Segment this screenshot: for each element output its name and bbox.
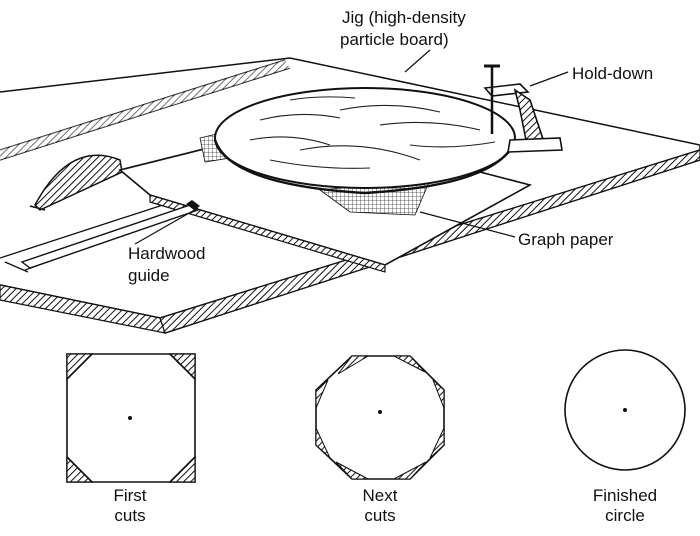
hold-down-clamp [484, 66, 562, 152]
caption-next-cuts-line1: Next [362, 486, 398, 505]
label-hardwood-line1: Hardwood [128, 244, 206, 263]
label-jig-line2: particle board) [340, 30, 449, 49]
caption-first-cuts-line1: First [113, 486, 147, 505]
caption-next-cuts-line2: cuts [364, 506, 396, 525]
caption-finished-circle-line1: Finished [592, 486, 658, 505]
step-first-cuts-figure [67, 354, 195, 482]
workpiece-disc [215, 88, 515, 193]
caption-first-cuts: First cuts [80, 486, 180, 526]
caption-first-cuts-line2: cuts [114, 506, 146, 525]
miter-slot-far [0, 60, 290, 160]
step-finished-circle-figure [565, 350, 685, 470]
table-front-edge [0, 285, 165, 333]
hardwood-guide [22, 200, 200, 268]
table-side-edge [160, 150, 700, 333]
saw-blade [30, 155, 122, 210]
label-graph-paper: Graph paper [518, 230, 614, 249]
label-hold-down: Hold-down [572, 64, 654, 83]
label-jig-line1: Jig (high-density [342, 8, 466, 27]
caption-finished-circle-line2: circle [605, 506, 645, 525]
label-hardwood-line2: guide [128, 266, 170, 285]
step-next-cuts-figure [316, 356, 444, 479]
leader-lines [135, 50, 568, 244]
jig-board-edge [150, 195, 385, 272]
caption-next-cuts: Next cuts [330, 486, 430, 526]
caption-finished-circle: Finished circle [575, 486, 675, 526]
